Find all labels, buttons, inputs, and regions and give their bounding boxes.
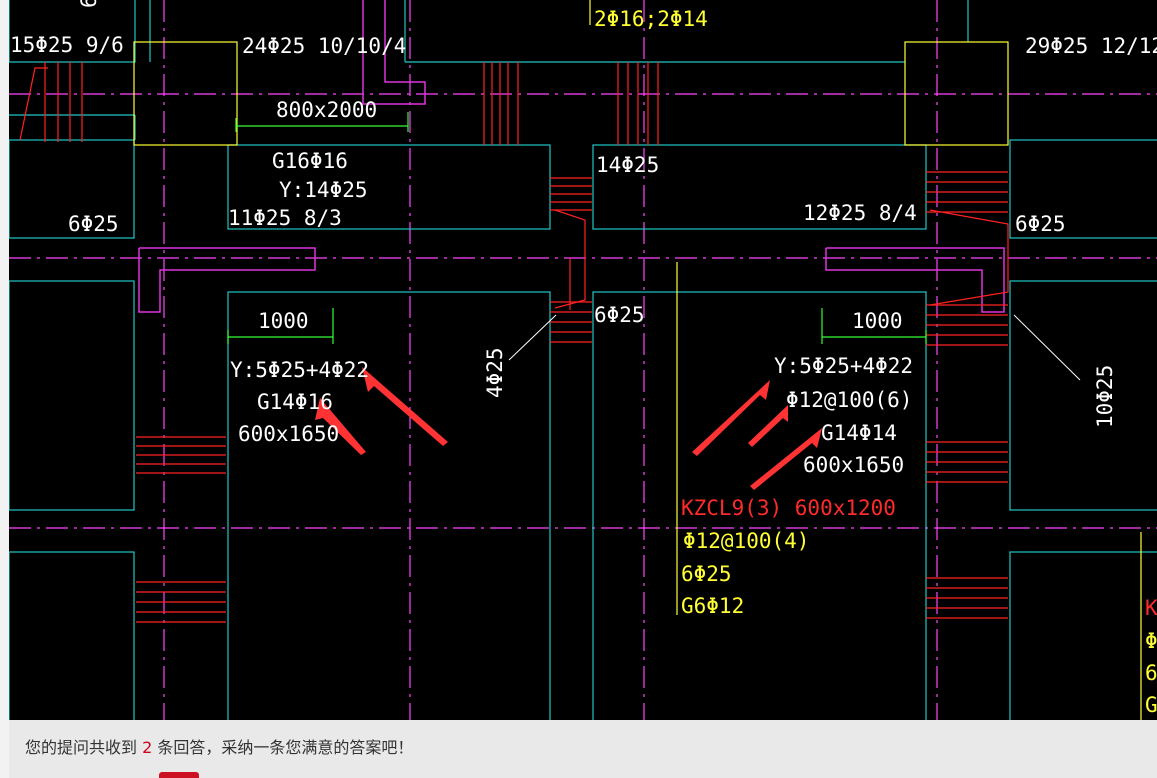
label-top-15: 15Φ25 9/6 [10, 33, 124, 57]
dimension-lines [227, 112, 927, 344]
label-phi12-right: Φ12@100(6) [786, 388, 912, 412]
label-left-6: 6Φ25 [68, 212, 119, 236]
label-edge-phi: Φ [1145, 629, 1157, 653]
label-y5-right: Y:5Φ25+4Φ22 [774, 354, 913, 378]
notice-suffix: 条回答，采纳一条您满意的答案吧！ [157, 738, 414, 757]
label-edge-6: 6 [1145, 661, 1157, 685]
label-vertical-4: 4Φ25 [483, 347, 507, 398]
label-g16: G16Φ16 [272, 149, 348, 173]
notice-prefix: 您的提问共收到 [25, 738, 138, 757]
rebar-hatches [19, 62, 1009, 623]
wall-shapes [138, 0, 1005, 313]
label-top-2: 2Φ16;2Φ14 [594, 7, 708, 31]
label-g14-left: G14Φ16 [257, 390, 333, 414]
rebar-drawing: 6 15Φ25 9/6 24Φ25 10/10/4 2Φ16;2Φ14 29Φ2… [9, 0, 1157, 720]
cad-drawing-image: 6 15Φ25 9/6 24Φ25 10/10/4 2Φ16;2Φ14 29Φ2… [9, 0, 1157, 720]
label-dim-1000-right: 1000 [852, 309, 903, 333]
label-600-left: 600x1650 [238, 422, 339, 446]
leader-lines [508, 314, 1081, 381]
grid-axis-lines [9, 0, 1157, 720]
label-r12: 12Φ25 8/4 [803, 201, 917, 225]
drawing-labels: 6 15Φ25 9/6 24Φ25 10/10/4 2Φ16;2Φ14 29Φ2… [10, 0, 1157, 717]
label-mid-6: 6Φ25 [594, 303, 645, 327]
label-edge-k: K [1145, 596, 1157, 620]
label-r11: 11Φ25 8/3 [228, 206, 342, 230]
notice-side-area [929, 720, 1157, 778]
label-top-6: 6 [77, 0, 101, 8]
label-dim-800: 800x2000 [276, 98, 377, 122]
label-600-right: 600x1650 [803, 453, 904, 477]
beam-outlines [9, 0, 1157, 720]
label-vertical-10: 10Φ25 [1093, 365, 1117, 428]
notice-text: 您的提问共收到 2 条回答，采纳一条您满意的答案吧！ [25, 734, 413, 758]
label-g14-right: G14Φ14 [821, 421, 897, 445]
label-c14: 14Φ25 [596, 153, 659, 177]
label-edge-g: G [1145, 693, 1157, 717]
answer-count: 2 [142, 738, 153, 757]
label-kz-g6: G6Φ12 [681, 594, 744, 618]
label-top-24: 24Φ25 10/10/4 [242, 34, 406, 58]
answer-count-notice: 您的提问共收到 2 条回答，采纳一条您满意的答案吧！ [9, 720, 930, 778]
label-y14: Y:14Φ25 [279, 178, 368, 202]
label-top-29: 29Φ25 12/12/5 [1025, 34, 1157, 58]
column-outlines [133, 0, 1142, 720]
annotation-arrows [315, 367, 822, 490]
label-kz-title: KZCL9(3) 600x1200 [681, 496, 896, 520]
label-kz-6: 6Φ25 [681, 562, 732, 586]
label-y5-left: Y:5Φ25+4Φ22 [230, 358, 369, 382]
label-kz-stirrup: Φ12@100(4) [683, 529, 809, 553]
label-dim-1000-left: 1000 [258, 309, 309, 333]
label-right-6: 6Φ25 [1015, 212, 1066, 236]
left-margin [0, 0, 9, 778]
notice-button-edge[interactable] [159, 772, 199, 778]
